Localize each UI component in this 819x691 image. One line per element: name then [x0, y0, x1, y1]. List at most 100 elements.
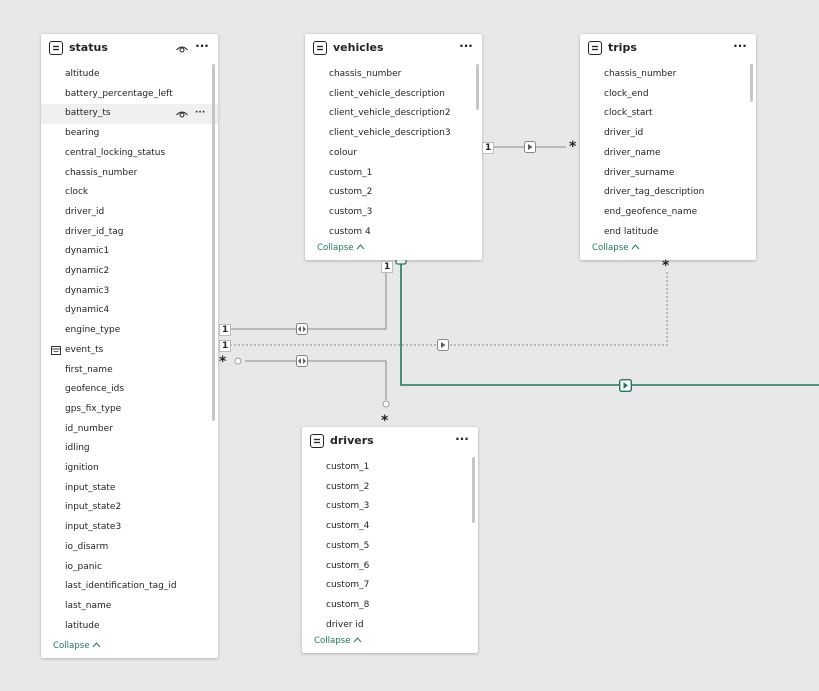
scrollbar[interactable] [476, 64, 479, 110]
more-options-icon[interactable]: ··· [195, 39, 209, 53]
field-row-clock-end[interactable]: clock_end [580, 85, 756, 105]
field-row-clock[interactable]: clock [41, 183, 218, 203]
field-row-io-panic[interactable]: io_panic [41, 558, 218, 578]
table-title: vehicles [333, 41, 384, 54]
more-options-icon[interactable]: ··· [459, 39, 473, 53]
field-row-chassis-number[interactable]: chassis_number [580, 65, 756, 85]
field-row-end-geofence-name[interactable]: end_geofence_name [580, 203, 756, 223]
bidirectional-arrow-icon[interactable] [296, 355, 308, 367]
field-row-driver-id[interactable]: driver_id [580, 124, 756, 144]
field-row-custom-2[interactable]: custom_2 [305, 183, 482, 203]
scrollbar[interactable] [212, 64, 215, 421]
field-row-driver-tag-description[interactable]: driver_tag_description [580, 183, 756, 203]
field-row-battery-ts[interactable]: battery_ts··· [41, 104, 218, 125]
field-row-last-name[interactable]: last_name [41, 597, 218, 617]
field-row-dynamic4[interactable]: dynamic4 [41, 301, 218, 321]
collapse-link[interactable]: Collapse [53, 641, 101, 651]
field-row-gps-fix-type[interactable]: gps_fix_type [41, 400, 218, 420]
field-row-custom-4[interactable]: custom 4 [305, 223, 482, 243]
cardinality-label: * [381, 413, 389, 429]
eye-icon[interactable] [175, 108, 189, 120]
field-row-ignition[interactable]: ignition [41, 459, 218, 479]
field-row-input-state3[interactable]: input_state3 [41, 518, 218, 538]
field-name: clock_start [604, 108, 653, 119]
more-options-icon[interactable]: ··· [455, 432, 469, 446]
field-name: custom 4 [329, 226, 371, 237]
table-card-header[interactable]: trips ··· [580, 34, 756, 64]
table-card-header[interactable]: vehicles ··· [305, 34, 482, 64]
field-row-altitude[interactable]: altitude [41, 65, 218, 85]
field-row-last-identification-tag-id[interactable]: last_identification_tag_id [41, 577, 218, 597]
collapse-link[interactable]: Collapse [317, 243, 365, 253]
field-row-clock-start[interactable]: clock_start [580, 104, 756, 124]
rel-line-status-drivers[interactable] [245, 360, 387, 400]
scrollbar[interactable] [472, 457, 475, 523]
filter-arrow-icon[interactable] [619, 379, 632, 392]
collapse-link[interactable]: Collapse [592, 243, 640, 253]
field-row-client-vehicle-description[interactable]: client_vehicle_description [305, 85, 482, 105]
table-card-vehicles[interactable]: vehicles ··· chassis_number client_vehicl… [305, 34, 482, 260]
field-row-chassis-number[interactable]: chassis_number [41, 164, 218, 184]
field-row-custom-3[interactable]: custom_3 [302, 497, 478, 517]
field-row-bearing[interactable]: bearing [41, 124, 218, 144]
bidirectional-arrow-icon[interactable] [296, 323, 308, 335]
field-row-first-name[interactable]: first_name [41, 361, 218, 381]
field-row-event-ts[interactable]: event_ts [41, 341, 218, 361]
field-row-custom-1[interactable]: custom_1 [302, 458, 478, 478]
field-row-end-latitude[interactable]: end latitude [580, 223, 756, 243]
more-options-icon[interactable]: ··· [733, 39, 747, 53]
rel-line-status-trips[interactable] [230, 272, 668, 346]
rel-line-vehicles-offscreen-active[interactable] [400, 258, 819, 386]
field-row-dynamic2[interactable]: dynamic2 [41, 262, 218, 282]
field-row-battery-percentage-left[interactable]: battery_percentage_left [41, 85, 218, 105]
more-options-icon[interactable]: ··· [195, 108, 206, 119]
field-row-custom-7[interactable]: custom_7 [302, 576, 478, 596]
field-name: chassis_number [329, 69, 402, 79]
field-row-chassis-number[interactable]: chassis_number [305, 65, 482, 85]
filter-arrow-icon[interactable] [524, 141, 536, 153]
field-row-driver-id[interactable]: driver id [302, 616, 478, 636]
field-row-custom-3[interactable]: custom_3 [305, 203, 482, 223]
field-row-dynamic3[interactable]: dynamic3 [41, 282, 218, 302]
scrollbar[interactable] [750, 64, 753, 102]
field-row-idling[interactable]: idling [41, 439, 218, 459]
rel-line-status-vehicles[interactable] [230, 270, 387, 330]
field-name: clock [65, 187, 89, 198]
field-row-driver-surname[interactable]: driver_surname [580, 164, 756, 184]
collapse-link[interactable]: Collapse [314, 636, 362, 646]
field-row-latitude[interactable]: latitude [41, 617, 218, 637]
table-icon [310, 434, 324, 448]
field-row-custom-6[interactable]: custom_6 [302, 557, 478, 577]
field-row-id-number[interactable]: id_number [41, 420, 218, 440]
field-row-geofence-ids[interactable]: geofence_ids [41, 380, 218, 400]
field-name: custom_3 [329, 206, 373, 217]
field-row-custom-1[interactable]: custom_1 [305, 164, 482, 184]
field-row-input-state[interactable]: input_state [41, 479, 218, 499]
collapse-label: Collapse [53, 641, 90, 651]
field-row-driver-id[interactable]: driver_id [41, 203, 218, 223]
field-row-central-locking-status[interactable]: central_locking_status [41, 144, 218, 164]
field-name: driver_id_tag [65, 226, 124, 237]
table-card-header[interactable]: drivers ··· [302, 427, 478, 457]
eye-icon[interactable] [175, 43, 189, 55]
filter-arrow-icon[interactable] [437, 339, 449, 351]
field-row-custom-4[interactable]: custom_4 [302, 517, 478, 537]
field-row-client-vehicle-description3[interactable]: client_vehicle_description3 [305, 124, 482, 144]
field-row-dynamic1[interactable]: dynamic1 [41, 242, 218, 262]
field-row-driver-name[interactable]: driver_name [580, 144, 756, 164]
field-row-custom-2[interactable]: custom_2 [302, 478, 478, 498]
field-row-io-disarm[interactable]: io_disarm [41, 538, 218, 558]
field-row-input-state2[interactable]: input_state2 [41, 498, 218, 518]
field-row-driver-id-tag[interactable]: driver_id_tag [41, 223, 218, 243]
field-row-client-vehicle-description2[interactable]: client_vehicle_description2 [305, 104, 482, 124]
field-name: input_state [65, 482, 116, 493]
field-row-custom-5[interactable]: custom_5 [302, 537, 478, 557]
field-row-custom-8[interactable]: custom_8 [302, 596, 478, 616]
field-row-colour[interactable]: colour [305, 144, 482, 164]
table-card-header[interactable]: status ··· [41, 34, 218, 64]
field-row-engine-type[interactable]: engine_type [41, 321, 218, 341]
